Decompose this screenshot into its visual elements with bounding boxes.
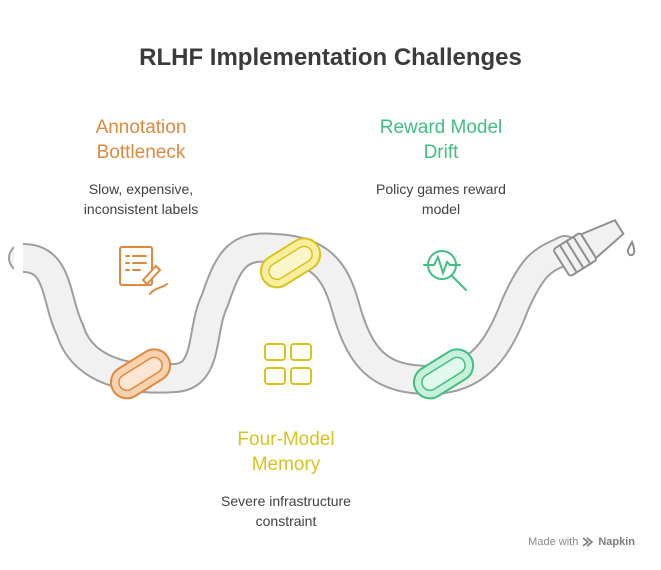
- brand-label: Napkin: [598, 536, 635, 548]
- challenge-annotation-bottleneck: Annotation Bottleneck Slow, expensive, i…: [51, 115, 231, 219]
- yellow-knot: [259, 237, 322, 289]
- orange-knot: [109, 348, 172, 400]
- page-title: RLHF Implementation Challenges: [139, 44, 522, 71]
- challenge-four-model-memory: Four-Model Memory Severe infrastructure …: [186, 427, 386, 531]
- pulse-magnifier-icon: [423, 250, 467, 291]
- annotation-document-icon: [119, 246, 168, 295]
- challenge-description: Slow, expensive, inconsistent labels: [83, 181, 199, 217]
- challenge-title: Reward Model Drift: [379, 117, 503, 163]
- challenge-title: Four-Model Memory: [237, 429, 335, 475]
- napkin-footer[interactable]: Made with Napkin: [528, 536, 635, 548]
- challenge-description: Policy games reward model: [376, 181, 506, 217]
- made-with-label: Made with: [528, 536, 579, 548]
- water-drop-icon: [626, 239, 636, 257]
- green-knot: [412, 348, 475, 400]
- nozzle-icon: [553, 219, 625, 277]
- challenge-description: Severe infrastructure constraint: [221, 493, 351, 529]
- challenge-title: Annotation Bottleneck: [95, 117, 187, 163]
- napkin-logo-icon: [582, 537, 594, 547]
- challenge-reward-model-drift: Reward Model Drift Policy games reward m…: [336, 115, 546, 219]
- grid-memory-icon: [264, 343, 312, 385]
